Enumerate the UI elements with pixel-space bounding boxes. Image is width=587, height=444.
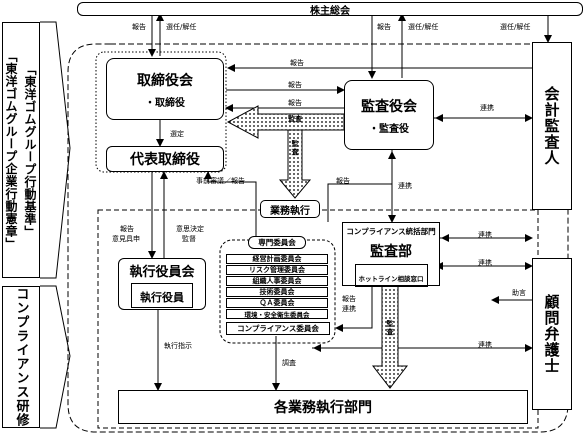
- label-audit-down-lower: 監査: [386, 320, 394, 336]
- label-appoint-sh-accounting: 選任/解任: [500, 23, 531, 31]
- label-decision-1: 意思決定: [176, 225, 204, 233]
- label-appoint: 選定: [170, 130, 184, 138]
- label-decision-2: 監督: [182, 235, 196, 243]
- committee-item: 経営計画委員会: [226, 254, 328, 264]
- label-audit-down-upper: 監査: [291, 140, 299, 156]
- committee-label: ＱＡ委員会: [259, 299, 295, 307]
- label-report-opinion-2: 意見具申: [112, 235, 140, 243]
- committee-item: リスク管理委員会: [226, 265, 328, 275]
- exec-meeting-box: 執行役員会 執行役員: [118, 258, 206, 310]
- legal-advisor-box: 顧問弁護士: [532, 258, 572, 410]
- exec-meeting-label: 執行役員会: [129, 264, 195, 280]
- committee-label: 技術委員会: [259, 288, 295, 296]
- audit-arrow-left: [226, 105, 345, 139]
- training-panel: コンプライアンス研修: [2, 286, 40, 428]
- label-coop-auditor-accounting: 連携: [480, 104, 494, 112]
- rep-director-box: 代表取締役: [106, 146, 224, 172]
- charter-label-1: 「東洋ゴムグループ企業行動憲章」: [4, 50, 18, 250]
- label-report-board-auditor-2: 報告: [288, 99, 302, 107]
- committee-item: ＱＡ委員会: [226, 298, 328, 308]
- committee-item: 組織人事委員会: [226, 276, 328, 286]
- label-audit-left: 監査: [288, 115, 302, 123]
- committee-label: リスク管理委員会: [249, 266, 305, 274]
- exec-officer-label: 執行役員: [140, 290, 184, 304]
- accounting-auditor-label: 会計監査人: [542, 86, 561, 166]
- board-group: [95, 51, 227, 173]
- accounting-auditor-box: 会計監査人: [532, 42, 572, 210]
- label-report-coop-1: 報告: [342, 295, 356, 303]
- audit-arrow-down-upper: [278, 129, 312, 199]
- shareholders-label: 株主総会: [310, 5, 350, 17]
- committee-label: 環境・安全衛生委員会: [244, 311, 310, 319]
- compliance-committee-box: コンプライアンス委員会: [226, 322, 330, 335]
- label-appoint-sh-board: 選任/解任: [166, 23, 197, 31]
- committees-title-label: 専門委員会: [258, 238, 296, 247]
- hotline-box: ホットライン相談窓口: [354, 264, 428, 287]
- label-pre-deliberation: 事前審議／報告: [196, 177, 245, 185]
- label-report-opinion-1: 報告: [120, 225, 134, 233]
- divisions-label: 各業務執行部門: [274, 400, 372, 416]
- committee-item: 環境・安全衛生委員会: [226, 309, 328, 319]
- label-report-coop-2: 連携: [342, 305, 356, 313]
- compliance-committee-label: コンプライアンス委員会: [237, 324, 319, 333]
- board-label: 取締役会: [137, 72, 193, 89]
- charter-chevron: [40, 21, 71, 279]
- label-coop-committee-legal: 連携: [478, 341, 492, 349]
- compliance-dept-label: コンプライアンス統括部門: [346, 227, 436, 236]
- divisions-box: 各業務執行部門: [118, 390, 528, 424]
- label-advice: 助言: [512, 289, 526, 297]
- committee-label: 経営計画委員会: [252, 255, 302, 263]
- training-chevron: [40, 285, 71, 429]
- label-coop-hotline-legal: 連携: [478, 259, 492, 267]
- label-report-sh-board: 報告: [132, 23, 146, 31]
- label-investigation: 調査: [282, 359, 296, 367]
- exec-officer-box: 執行役員: [131, 282, 193, 308]
- compliance-dept-box: コンプライアンス統括部門 監査部 ホットライン相談窓口: [342, 222, 440, 287]
- hotline-label: ホットライン相談窓口: [358, 275, 424, 283]
- auditor-board-box: 監査役会 ・監査役: [344, 80, 434, 150]
- committee-label: 組織人事委員会: [252, 277, 302, 285]
- label-report-board-auditor-1: 報告: [288, 81, 302, 89]
- auditors-label: ・監査役: [369, 123, 409, 135]
- rep-director-label: 代表取締役: [130, 152, 200, 168]
- training-label: コンプライアンス研修: [13, 287, 29, 427]
- committees-title-box: 専門委員会: [248, 236, 306, 249]
- label-coop-auditor-audit: 連携: [398, 182, 412, 190]
- label-appoint-sh-auditor: 選任/解任: [408, 23, 439, 31]
- label-exec-instruction: 執行指示: [164, 342, 192, 350]
- label-coop-compliance-accounting: 連携: [478, 231, 492, 239]
- auditor-board-label: 監査役会: [361, 98, 417, 115]
- business-execution-label: 業務執行: [270, 205, 310, 217]
- audit-arrow-down-lower: [371, 283, 409, 389]
- board-box: 取締役会 ・取締役: [106, 58, 224, 120]
- charter-panel: 「東洋ゴムグループ企業行動憲章」 「東洋ゴムグループ行動基準」: [2, 22, 40, 278]
- business-execution-box: 業務執行: [260, 200, 320, 218]
- directors-label: ・取締役: [145, 97, 185, 109]
- legal-advisor-label: 顧問弁護士: [542, 294, 561, 374]
- committees-list: 経営計画委員会 リスク管理委員会 組織人事委員会 技術委員会 ＱＡ委員会 環境・…: [226, 254, 328, 319]
- charter-label-2: 「東洋ゴムグループ行動基準」: [23, 62, 37, 238]
- shareholders-box: 株主総会: [77, 2, 583, 17]
- committee-item: 技術委員会: [226, 287, 328, 297]
- label-report-accounting-board: 報告: [290, 59, 304, 67]
- label-report-sh-auditor: 報告: [377, 23, 391, 31]
- audit-dept-label: 監査部: [370, 244, 412, 260]
- label-report-compliance-auditor: 報告: [336, 177, 350, 185]
